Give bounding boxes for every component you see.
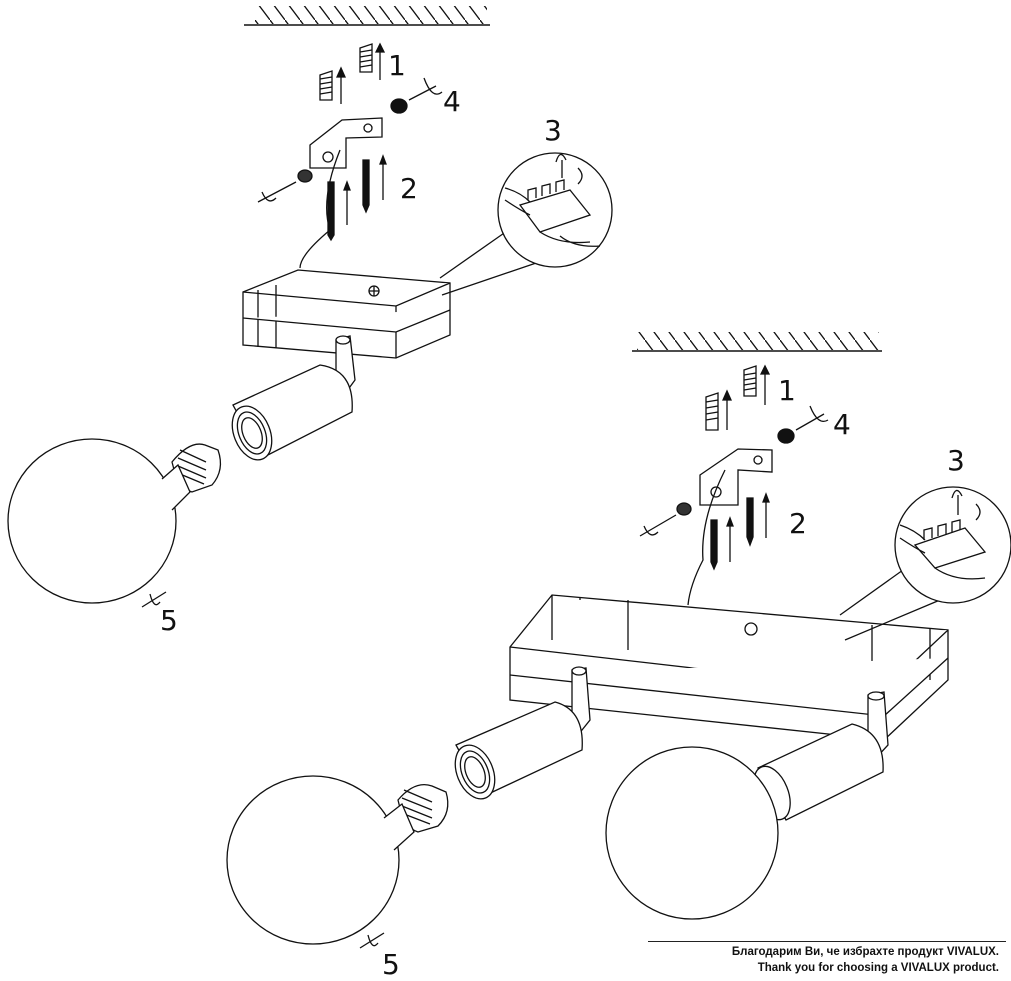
double-spot-assembly xyxy=(226,332,1011,949)
footer-line-bg: Благодарим Ви, че избрахте продукт VIVAL… xyxy=(731,946,999,958)
step-number-5: 5 xyxy=(160,604,178,637)
footer-text: Благодарим Ви, че избрахте продукт VIVAL… xyxy=(579,944,999,976)
fixing-screw-icon xyxy=(710,492,770,571)
step-number-1: 1 xyxy=(388,49,406,82)
mounting-bracket xyxy=(639,448,773,537)
canopy-base xyxy=(242,269,451,359)
mounting-bracket xyxy=(257,117,383,203)
step-number-2: 2 xyxy=(400,172,418,205)
step-number-4: 4 xyxy=(833,408,851,441)
step-number-1: 1 xyxy=(778,374,796,407)
globe-bulb xyxy=(226,775,449,945)
wall-plug-icon xyxy=(319,42,386,104)
step-number-2: 2 xyxy=(789,507,807,540)
terminal-callout xyxy=(839,486,1011,641)
globe-bulb xyxy=(7,438,222,604)
bracket-screw-icon xyxy=(390,77,443,114)
bracket-screw-icon xyxy=(777,405,829,444)
step-number-5: 5 xyxy=(382,948,400,981)
lamp-head xyxy=(231,364,353,461)
step-number-3: 3 xyxy=(544,114,562,147)
ceiling-hatch xyxy=(632,332,882,352)
single-spot-assembly xyxy=(7,6,613,608)
fixing-screw-icon xyxy=(327,154,387,242)
bulb-rotate-arrow xyxy=(141,591,167,608)
canopy-base xyxy=(509,594,949,741)
footer-divider xyxy=(648,941,1006,942)
step-number-3: 3 xyxy=(947,444,965,477)
power-cable xyxy=(687,469,726,606)
lamp-head xyxy=(454,701,583,800)
bulb-rotate-arrow xyxy=(359,932,385,949)
terminal-callout xyxy=(439,152,613,296)
footer-line-en: Thank you for choosing a VIVALUX product… xyxy=(757,962,999,974)
globe-bulb xyxy=(605,746,779,920)
wall-plug-icon xyxy=(705,364,771,431)
step-number-4: 4 xyxy=(443,85,461,118)
ceiling-hatch xyxy=(244,6,490,26)
power-cable xyxy=(299,149,341,269)
